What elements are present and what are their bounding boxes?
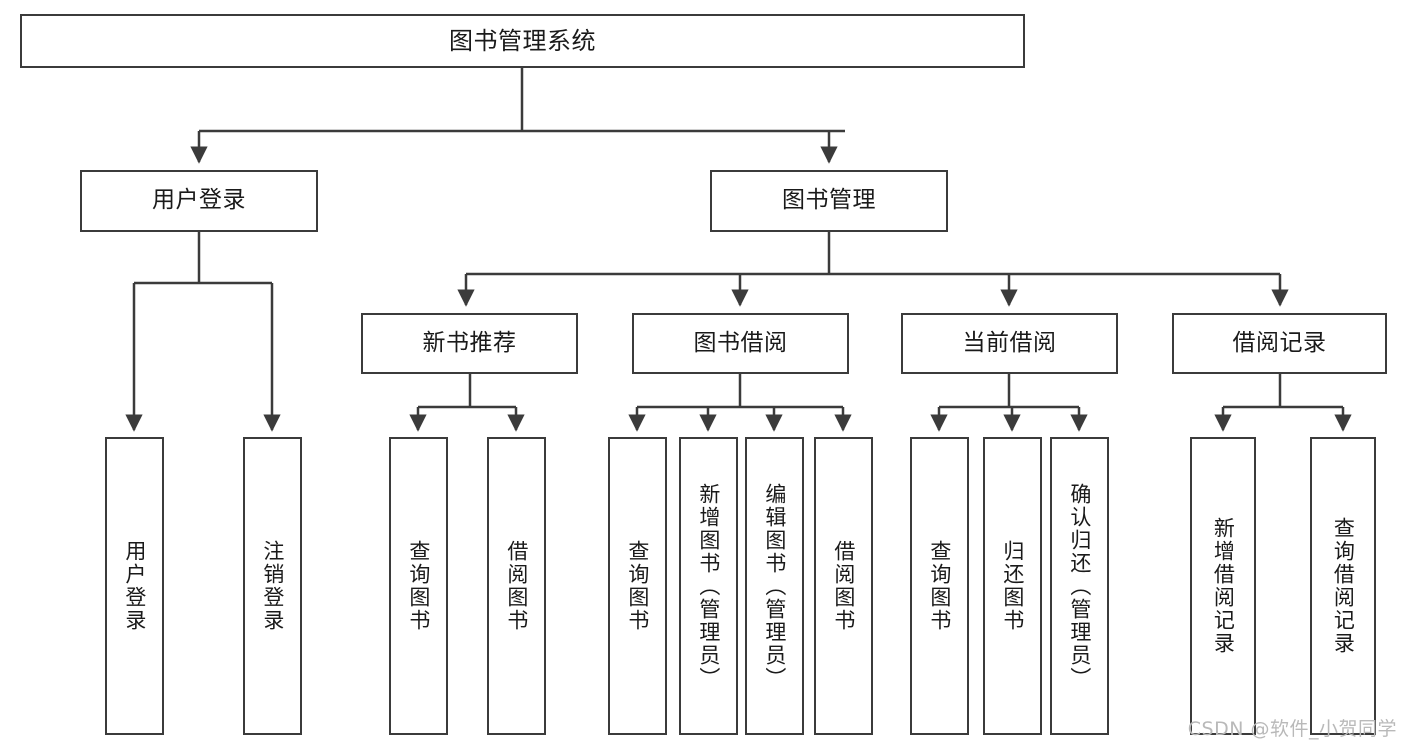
node-leaf-12-label: 查询借阅记录: [1331, 517, 1356, 655]
node-leaf-12[interactable]: 查询借阅记录: [1310, 437, 1376, 735]
node-leaf-6-label: 编辑图书（管理员）: [762, 482, 787, 690]
node-leaf-1-label: 注销登录: [260, 540, 285, 632]
node-level2-1[interactable]: 图书管理: [710, 170, 948, 232]
node-leaf-0[interactable]: 用户登录: [105, 437, 164, 735]
node-leaf-3[interactable]: 借阅图书: [487, 437, 546, 735]
node-leaf-3-label: 借阅图书: [504, 540, 529, 632]
node-level3-0-label: 新书推荐: [422, 329, 517, 356]
node-leaf-5[interactable]: 新增图书（管理员）: [679, 437, 738, 735]
node-level3-3[interactable]: 借阅记录: [1172, 313, 1387, 374]
node-level2-0-label: 用户登录: [152, 187, 246, 214]
node-leaf-2[interactable]: 查询图书: [389, 437, 448, 735]
node-leaf-11[interactable]: 新增借阅记录: [1190, 437, 1256, 735]
node-leaf-2-label: 查询图书: [406, 540, 431, 632]
node-level3-1-label: 图书借阅: [693, 329, 788, 356]
node-leaf-11-label: 新增借阅记录: [1211, 517, 1236, 655]
node-root[interactable]: 图书管理系统: [20, 14, 1025, 68]
node-level2-0[interactable]: 用户登录: [80, 170, 318, 232]
node-level3-2-label: 当前借阅: [962, 329, 1057, 356]
node-leaf-7[interactable]: 借阅图书: [814, 437, 873, 735]
node-level3-0[interactable]: 新书推荐: [361, 313, 578, 374]
node-leaf-9[interactable]: 归还图书: [983, 437, 1042, 735]
node-leaf-0-label: 用户登录: [122, 540, 147, 632]
node-level2-1-label: 图书管理: [782, 187, 876, 214]
node-leaf-8-label: 查询图书: [927, 540, 952, 632]
node-level3-1[interactable]: 图书借阅: [632, 313, 849, 374]
node-leaf-4-label: 查询图书: [625, 540, 650, 632]
node-leaf-7-label: 借阅图书: [831, 540, 856, 632]
watermark: CSDN @软件_小贺同学: [1187, 718, 1397, 740]
node-leaf-4[interactable]: 查询图书: [608, 437, 667, 735]
node-leaf-10[interactable]: 确认归还（管理员）: [1050, 437, 1109, 735]
node-level3-2[interactable]: 当前借阅: [901, 313, 1118, 374]
node-leaf-10-label: 确认归还（管理员）: [1067, 482, 1092, 690]
node-root-label: 图书管理系统: [449, 26, 596, 55]
node-leaf-9-label: 归还图书: [1000, 540, 1025, 632]
node-leaf-1[interactable]: 注销登录: [243, 437, 302, 735]
node-leaf-8[interactable]: 查询图书: [910, 437, 969, 735]
node-level3-3-label: 借阅记录: [1232, 329, 1327, 356]
node-leaf-5-label: 新增图书（管理员）: [696, 482, 721, 690]
node-leaf-6[interactable]: 编辑图书（管理员）: [745, 437, 804, 735]
